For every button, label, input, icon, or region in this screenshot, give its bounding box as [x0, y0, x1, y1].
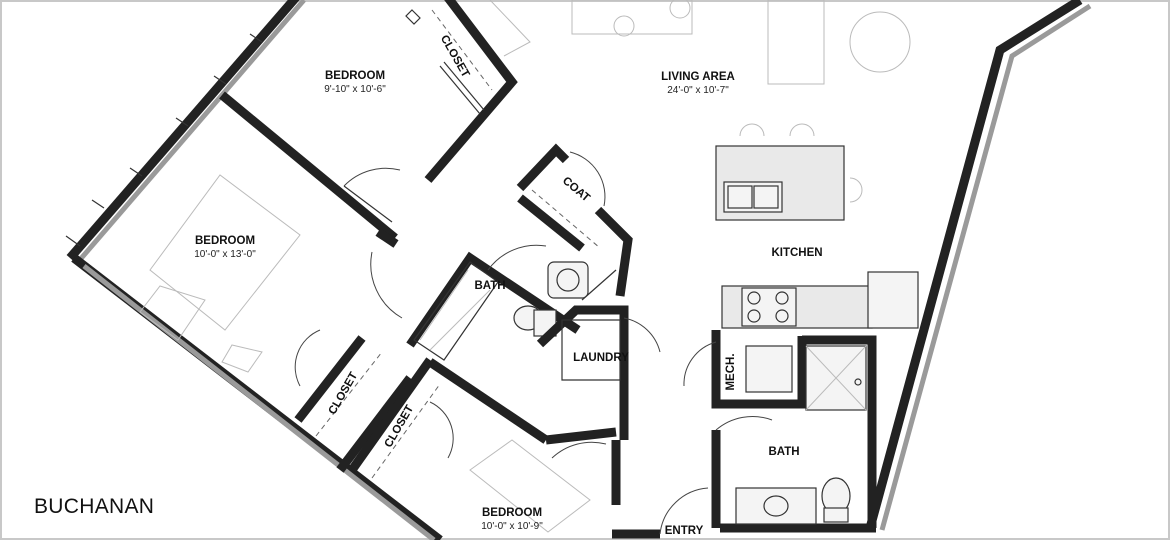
door-swing-bedroom-left [370, 251, 403, 319]
label-bedroom-top: BEDROOM [325, 70, 385, 82]
mech-room [683, 330, 807, 409]
door-swing-coat [569, 151, 606, 207]
living-furniture [489, 0, 911, 85]
nightstand-left [139, 285, 206, 341]
closet-top-door-stop [405, 9, 421, 25]
wall-northwest [66, 0, 300, 261]
door-swing-laundry [623, 317, 661, 353]
laundry-machine [561, 319, 621, 381]
door-swing-bath-right [715, 416, 773, 431]
label-bedroom-left: BEDROOM [195, 235, 255, 247]
door-swing-mech [683, 341, 717, 387]
bedroom-bottom [469, 439, 621, 533]
bedroom-top-walls [219, 0, 518, 242]
bed-bottom [469, 439, 591, 533]
bath-right [715, 335, 877, 528]
sofa [767, 0, 825, 85]
kitchen [715, 123, 919, 329]
label-bath-right: BATH [768, 446, 799, 458]
label-kitchen: KITCHEN [771, 247, 822, 259]
bed-left [149, 174, 301, 331]
plan-title: BUCHANAN [34, 495, 154, 518]
label-living-area: LIVING AREA [661, 71, 735, 83]
refrigerator [867, 271, 919, 329]
label-bedroom-bottom: BEDROOM [482, 507, 542, 519]
dims-bedroom-bottom: 10'-0" x 10'-9" [481, 521, 543, 532]
door-swing-bath-center [487, 244, 547, 271]
door-swing-entry [659, 487, 709, 535]
bath-center-tub [413, 261, 499, 361]
laundry-room [536, 269, 661, 440]
door-swing-bedroom-bottom [551, 441, 607, 459]
dims-living-area: 24'-0" x 10'-7" [667, 85, 729, 96]
label-mech: MECH. [725, 353, 737, 390]
exterior-walls [65, 0, 1092, 540]
closet-center [348, 357, 454, 479]
label-laundry: LAUNDRY [573, 352, 629, 364]
wall-east [865, 0, 1083, 530]
entry [659, 430, 721, 535]
label-entry: ENTRY [665, 525, 704, 537]
label-bath-center: BATH [474, 280, 505, 292]
center-bath-walls [406, 244, 617, 445]
dining-table [571, 0, 693, 35]
coat-closet [516, 143, 633, 297]
coffee-table [849, 11, 911, 73]
label-coat: COAT [560, 175, 592, 205]
window-mullions [65, 33, 263, 247]
closet-top-rod [431, 9, 493, 91]
dims-bedroom-left: 10'-0" x 13'-0" [194, 249, 256, 260]
closet-left [294, 329, 414, 473]
dims-bedroom-top: 9'-10" x 10'-6" [324, 84, 386, 95]
door-swing-bedroom-top [343, 167, 401, 187]
bedroom-left-furniture [139, 174, 403, 373]
mech-unit [745, 345, 793, 393]
